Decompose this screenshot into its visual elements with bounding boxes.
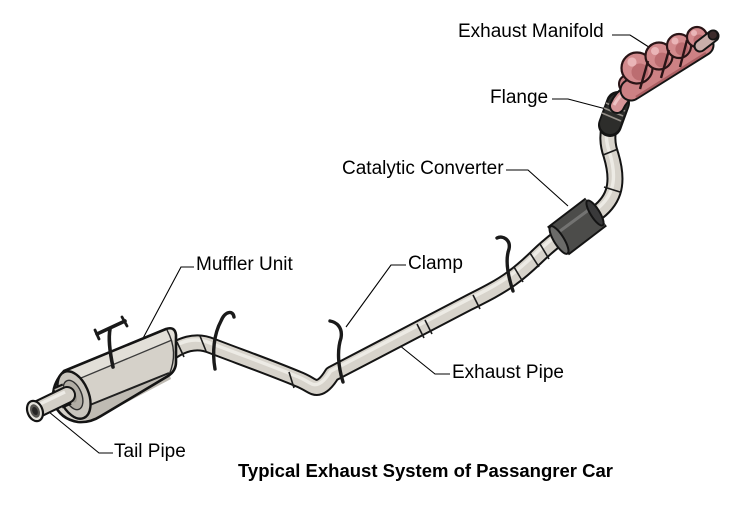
pipe-clamp-2 [328, 319, 345, 384]
muffler-body [51, 326, 178, 424]
muffler-top-crease [68, 339, 173, 384]
manifold-runner-separators [638, 39, 689, 90]
tailpipe-highlight [39, 390, 66, 406]
diagram-caption: Typical Exhaust System of Passangrer Car [238, 460, 613, 481]
pipe-highlight [162, 106, 618, 387]
manifold-tip-opening [707, 29, 719, 41]
leader-line-clamp [345, 264, 406, 328]
label-flange: Flange [490, 87, 549, 108]
tailpipe-opening-core [32, 406, 38, 416]
muffler-hanger [93, 315, 129, 369]
label-muffler-unit: Muffler Unit [196, 254, 293, 275]
pipe-hangers [93, 235, 515, 384]
manifold-collector-shade [635, 51, 707, 99]
leader-line-exhaust-pipe [393, 340, 450, 375]
muffler-bottom-crease [79, 372, 170, 410]
muffler-top-face [62, 328, 176, 383]
pipe-joint-rings [176, 148, 621, 389]
leader-lines [48, 34, 656, 454]
leader-line-tail-pipe [48, 411, 113, 454]
leader-line-flange [552, 98, 607, 110]
converter-inlet-cap [548, 225, 570, 255]
exhaust-manifold-assembly [609, 25, 720, 114]
label-tail-pipe: Tail Pipe [114, 441, 186, 462]
label-clamp: Clamp [408, 253, 463, 274]
tail-pipe [25, 383, 76, 423]
converter-outlet-cap [585, 199, 605, 227]
catalytic-converter-body [547, 197, 607, 256]
muffler-far-endcap-line [166, 329, 175, 376]
leader-line-exhaust-manifold [612, 34, 656, 52]
leader-line-muffler-unit [132, 266, 194, 358]
label-catalytic-converter: Catalytic Converter [342, 158, 504, 179]
leader-line-catalytic-converter [506, 169, 569, 207]
label-exhaust-pipe: Exhaust Pipe [452, 362, 564, 383]
muffler-lower-band [80, 373, 171, 420]
pipe-clamp-3 [495, 235, 515, 293]
label-exhaust-manifold: Exhaust Manifold [458, 21, 604, 42]
exhaust-pipe-run [156, 101, 626, 396]
converter-shell [548, 199, 606, 254]
pipe-clamp-1 [211, 310, 236, 371]
